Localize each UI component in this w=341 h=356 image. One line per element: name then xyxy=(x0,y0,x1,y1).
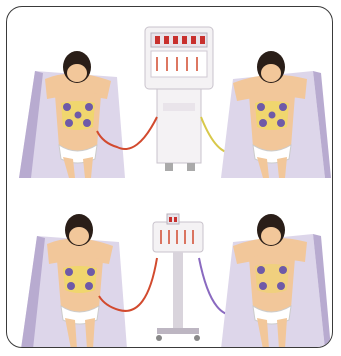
electrotherapy-machine-top xyxy=(145,27,213,171)
bottom-scene xyxy=(7,178,333,348)
top-scene-illustration xyxy=(7,7,333,178)
electrotherapy-machine-bottom xyxy=(153,214,203,341)
image-frame xyxy=(6,6,333,348)
bottom-scene-illustration xyxy=(7,178,333,348)
top-scene xyxy=(7,7,333,178)
